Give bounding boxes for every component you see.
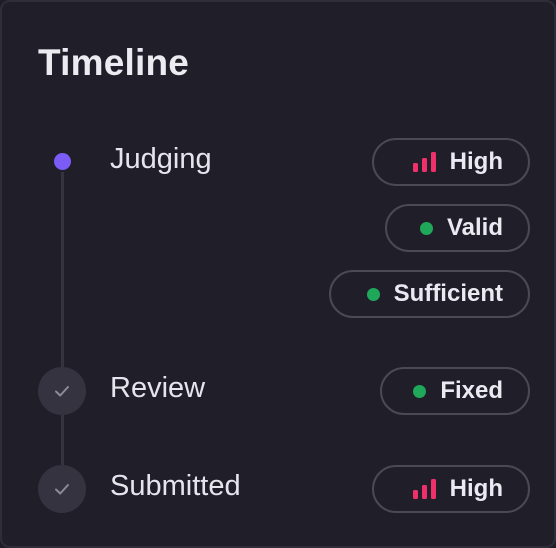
validity-badge: Valid (385, 204, 530, 252)
step-label-review: Review (110, 372, 206, 404)
badge-label: Fixed (440, 377, 503, 404)
badge-label: Sufficient (393, 280, 503, 307)
fix-status-badge: Fixed (380, 367, 530, 415)
status-dot-icon (419, 221, 433, 235)
step-completed-check-icon (38, 465, 86, 513)
severity-bars-icon (412, 152, 436, 172)
card-title: Timeline (38, 42, 190, 83)
severity-badge: High (372, 465, 530, 513)
badge-label: High (449, 148, 503, 175)
step-label-submitted: Submitted (110, 470, 241, 502)
status-dot-icon (366, 287, 380, 301)
severity-badge: High (372, 138, 530, 186)
timeline-connector (61, 412, 64, 468)
active-step-dot-icon (54, 153, 71, 170)
badge-label: Valid (446, 214, 503, 241)
severity-bars-icon (412, 479, 436, 499)
quality-badge: Sufficient (329, 270, 530, 318)
status-dot-icon (413, 384, 427, 398)
step-label-judging: Judging (110, 143, 212, 175)
badge-label: High (449, 475, 503, 502)
step-completed-check-icon (38, 367, 86, 415)
timeline-connector (61, 172, 64, 372)
